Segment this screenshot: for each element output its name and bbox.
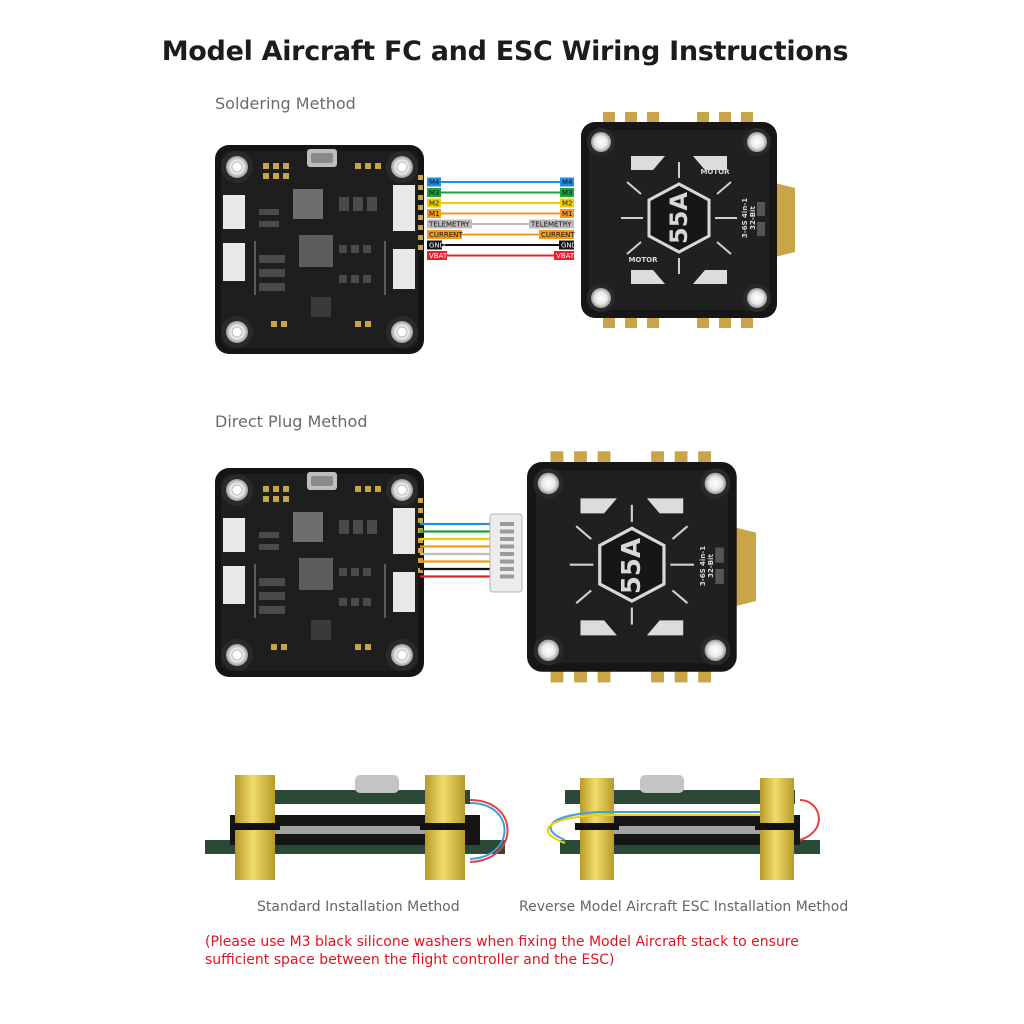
reverse-installation-stack [546,775,820,880]
wire-label-left: VBAT [429,252,448,260]
wire-tag-left [427,177,441,187]
wire-tag-left [427,230,462,239]
wire-label-right: TELEMETRY [530,221,572,229]
esc-motor-label: MOTOR [700,168,730,176]
connector-pin [500,537,514,541]
wire-tag-right [560,198,574,208]
esc-motor-label: MOTOR [628,256,658,264]
wire-tag-right [560,188,574,197]
flight-controller-board [214,144,425,355]
wire-label-left: M1 [429,210,440,218]
connector-pin [500,567,514,571]
wire-label-right: CURRENT [541,231,575,239]
wire-label-right: M1 [562,210,573,218]
wire-tag-left [427,209,441,218]
connector-pin [500,544,514,549]
wire-tag-right [554,251,574,260]
wire-label-right: M4 [562,179,573,187]
wire-tag-right [559,240,574,250]
plug-cable [420,522,492,578]
connector-pin [500,559,514,564]
wire-tag-right [560,177,574,187]
wire-label-right: GND [561,242,577,250]
wire-label-right: VBAT [556,252,575,260]
flight-controller-board-plug [214,467,425,678]
esc-board-plug: 55A 3-6S 4in-1 32-Bit [525,449,758,685]
wire-tag-left [427,219,472,229]
esc-spec-line1: 3-6S 4in-1 [741,198,749,238]
wire-label-left: CURRENT [429,231,463,239]
wire-label-right: M3 [562,189,573,197]
wire-tag-left [427,188,441,197]
wire-label-left: M3 [429,189,440,197]
wire-label-left: GND [429,242,445,250]
page-title: Model Aircraft FC and ESC Wiring Instruc… [161,36,849,67]
installation-note: (Please use M3 black silicone washers wh… [205,934,799,968]
connector-pin [500,574,514,579]
esc-rating-plug: 55A [617,538,647,594]
wire-label-right: M2 [562,200,573,208]
connector-pin [500,529,514,534]
esc-rating: 55A [665,192,693,244]
connector-pins [500,522,514,579]
wire-tag-left [427,251,447,260]
wire-tag-left [427,198,441,208]
wire-tag-left [427,240,442,250]
wire-label-left: M2 [429,200,440,208]
wire-tag-right [539,230,574,239]
direct-plug-method-label: Direct Plug Method [215,412,368,431]
standard-installation-stack [205,775,509,880]
esc-spec-line2: 32-Bit [749,205,757,229]
esc-board: 55A 3-6S 4in-1 32-Bit MOTOR MOTOR [579,110,797,330]
connector-pin [500,522,514,526]
soldering-method-label: Soldering Method [215,94,356,113]
wire-label-left: TELEMETRY [428,221,470,229]
wire-tag-right [529,219,574,229]
esc-spec-line2-plug: 32-Bit [707,553,715,577]
esc-spec-line1-plug: 3-6S 4in-1 [699,546,707,586]
connector-pin [500,552,514,556]
wire-tag-right [560,209,574,218]
wire-label-left: M4 [429,179,440,187]
standard-installation-caption: Standard Installation Method [257,899,460,915]
reverse-installation-caption: Reverse Model Aircraft ESC Installation … [519,899,849,915]
